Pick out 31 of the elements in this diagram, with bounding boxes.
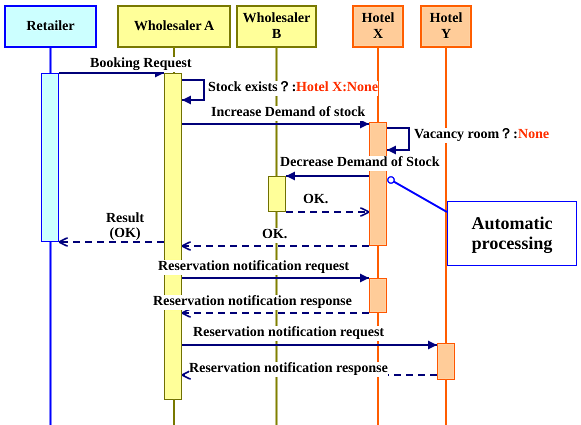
message-label: Decrease Demand of Stock <box>280 156 440 171</box>
message-label: Reservation notification request <box>193 326 384 341</box>
message-label: Vacancy room？: <box>414 128 518 143</box>
message-arrow <box>181 308 369 318</box>
message-label: Stock exists？: <box>208 81 296 96</box>
activation-bar <box>41 73 59 242</box>
message-arrow <box>182 120 369 128</box>
message-label: Increase Demand of stock <box>211 106 366 121</box>
message-arrow <box>58 236 164 248</box>
message-label: Reservation notification response <box>153 295 352 310</box>
participant-box: Retailer <box>4 5 97 48</box>
message-arrow <box>286 206 370 218</box>
participant-box: Wholesaler A <box>117 5 231 48</box>
activation-bar <box>369 278 387 313</box>
participant-box: Hotel Y <box>420 5 472 48</box>
result-label: Hotel X:None <box>296 81 378 96</box>
message-arrow <box>182 274 369 282</box>
message-arrow <box>286 172 369 180</box>
note-box: Automatic processing <box>447 201 577 266</box>
activation-bar <box>437 343 455 380</box>
message-arrow <box>181 240 369 252</box>
message-label: OK. <box>262 228 288 243</box>
activation-bar <box>268 176 286 212</box>
message-label: Reservation notification response <box>189 362 388 377</box>
message-arrow <box>182 79 205 104</box>
message-label: Booking Request <box>90 57 192 72</box>
participant-box: Wholesaler B <box>236 5 317 48</box>
message-arrow <box>387 127 410 154</box>
message-arrow <box>182 340 437 350</box>
message-label: Reservation notification request <box>158 260 350 275</box>
participant-box: Hotel X <box>352 5 404 48</box>
